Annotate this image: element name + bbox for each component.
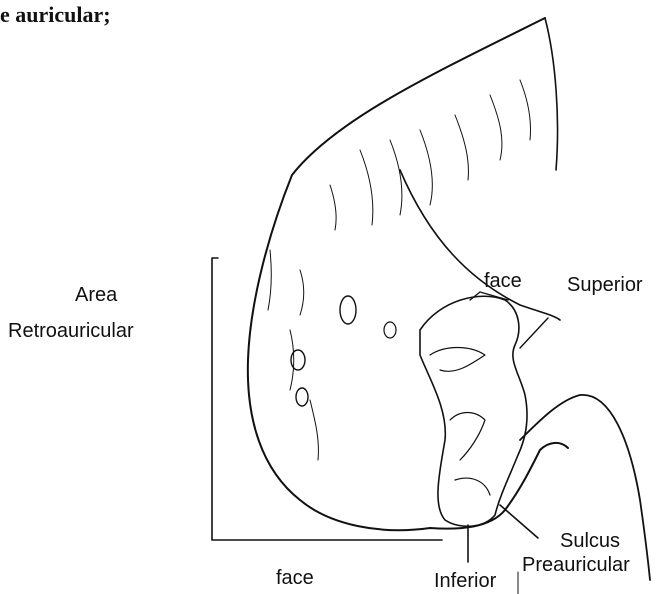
label-superior: Superior <box>567 274 643 297</box>
label-area: Area <box>75 284 117 307</box>
label-preauricular: Preauricular <box>522 554 630 577</box>
label-face-superior: face <box>484 270 522 293</box>
sulcus-leader <box>500 505 538 538</box>
auricular-surface <box>420 296 527 526</box>
surface-ridge-1 <box>430 348 485 372</box>
pit-2 <box>291 350 305 370</box>
header-text: e auricular; <box>0 2 111 28</box>
retroauricular-bracket <box>212 258 442 540</box>
superior-tick <box>520 318 548 348</box>
ilium-upper-edge <box>400 170 560 320</box>
surface-ridge-3 <box>455 478 490 495</box>
iliac-crest-curve <box>545 18 558 170</box>
pit-4 <box>384 322 396 338</box>
surface-ridge-2 <box>450 413 485 461</box>
label-retroauricular: Retroauricular <box>8 320 134 343</box>
label-inferior: Inferior <box>434 570 496 593</box>
label-sulcus: Sulcus <box>560 530 620 553</box>
pit-1 <box>340 296 356 324</box>
label-face-inferior: face <box>276 567 314 590</box>
pit-3 <box>296 388 308 406</box>
